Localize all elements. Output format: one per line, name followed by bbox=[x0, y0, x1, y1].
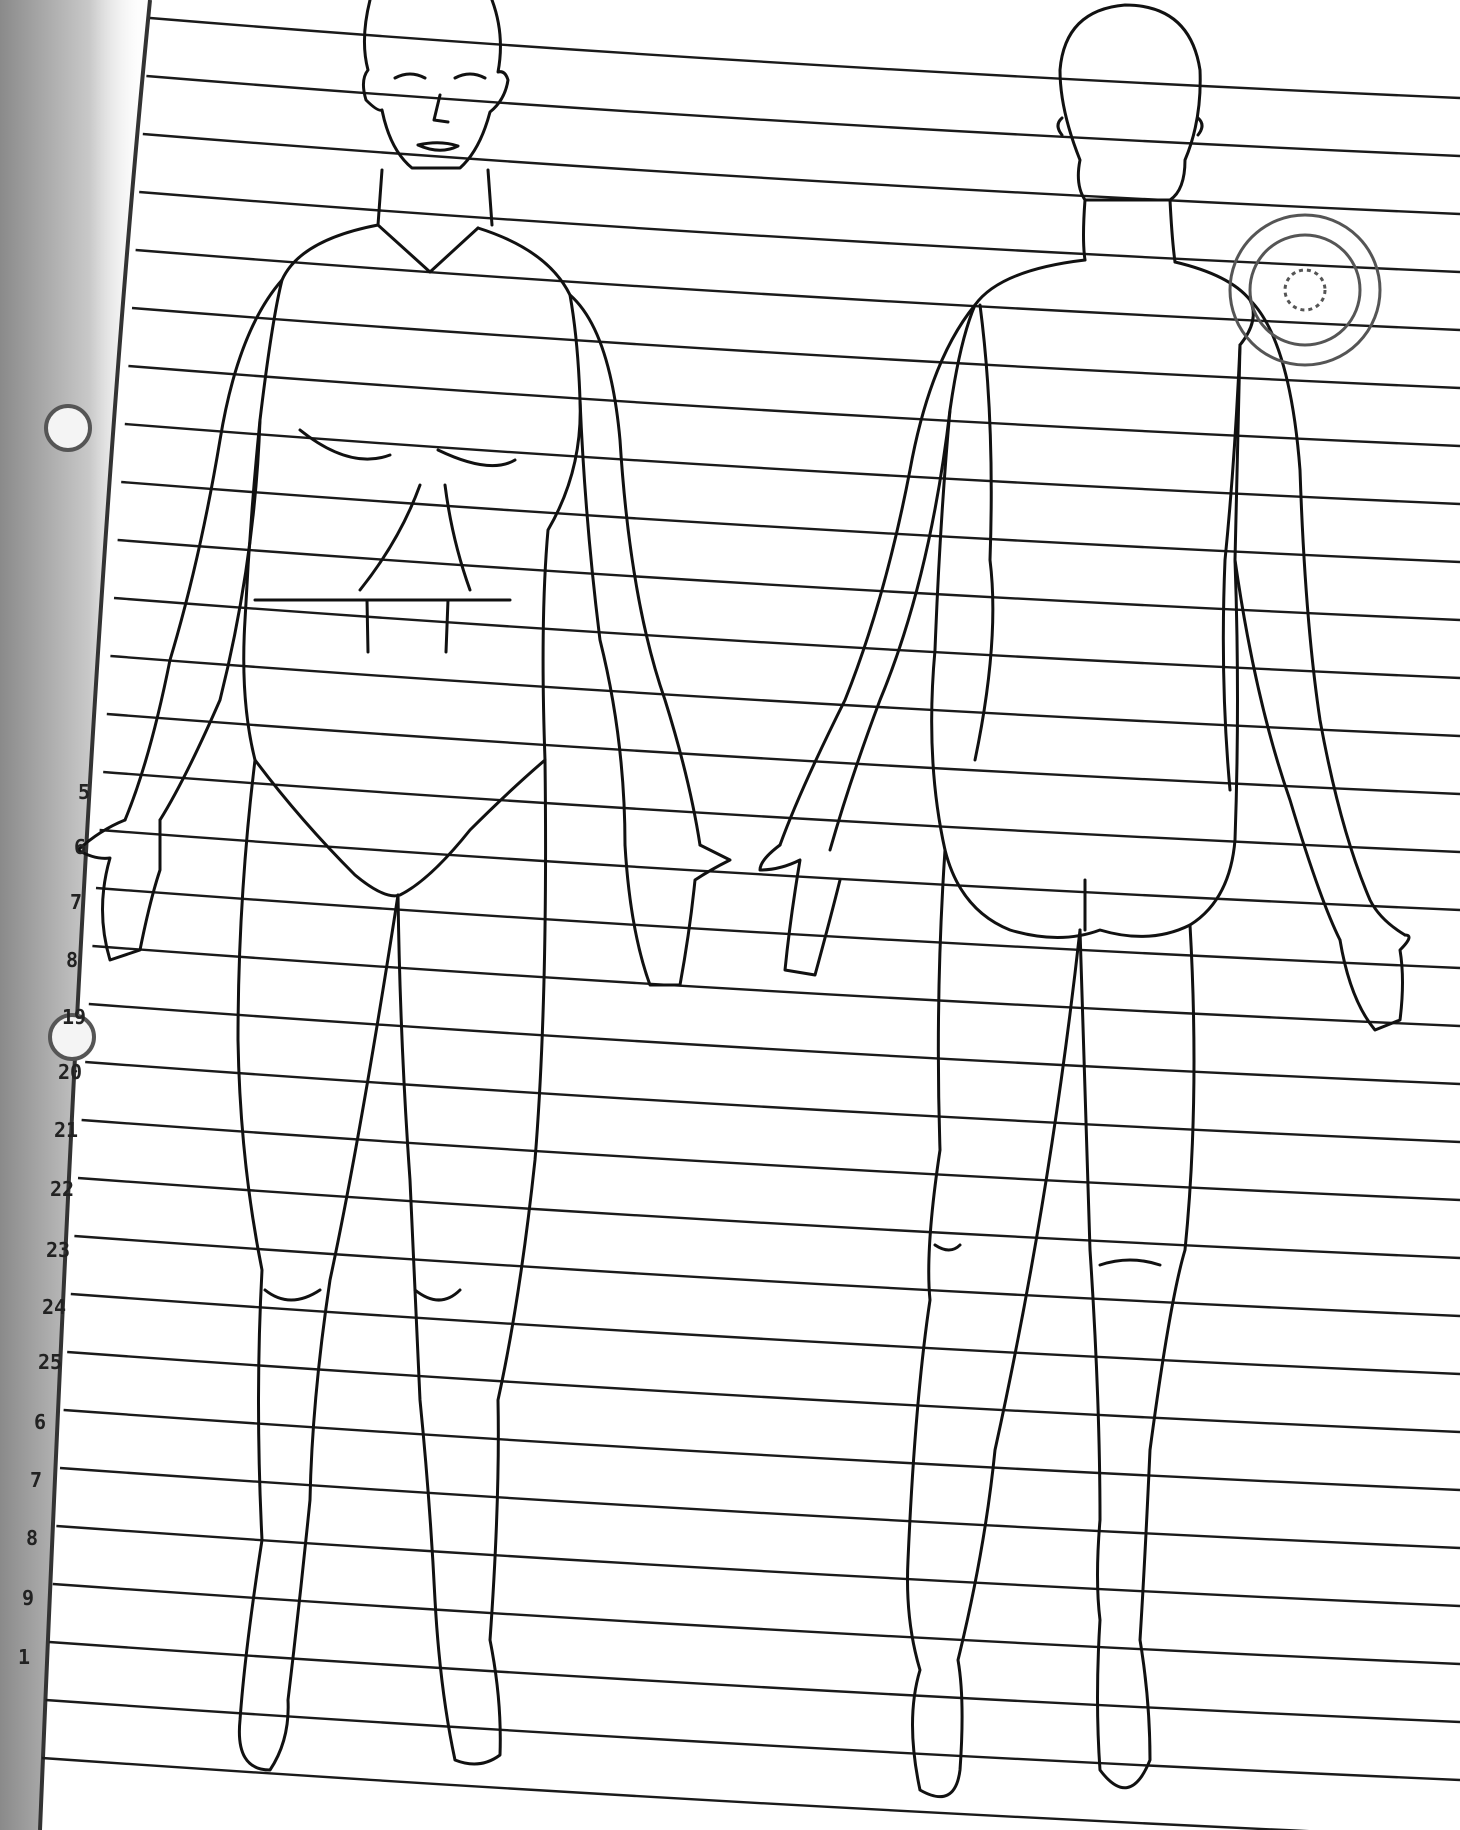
margin-line-number: 8 bbox=[66, 948, 78, 972]
ruled-line bbox=[42, 1758, 1460, 1830]
margin-line-number: 19 bbox=[62, 1005, 86, 1029]
margin-line-number: 1 bbox=[18, 1645, 30, 1669]
margin-line-number: 6 bbox=[34, 1410, 46, 1434]
back-head bbox=[1060, 5, 1200, 200]
margin-line-number: 25 bbox=[38, 1350, 62, 1374]
ruled-line bbox=[150, 18, 1460, 98]
margin-line-number: 7 bbox=[30, 1468, 42, 1492]
margin-line-number: 21 bbox=[54, 1118, 78, 1142]
margin-line-number: 7 bbox=[70, 890, 82, 914]
back-body-figure bbox=[760, 5, 1409, 1797]
margin-line-number: 6 bbox=[74, 835, 86, 859]
margin-line-number: 23 bbox=[46, 1238, 70, 1262]
court-stamp bbox=[1230, 215, 1380, 365]
binding-shadow bbox=[0, 0, 150, 1830]
ruled-lines bbox=[42, 18, 1460, 1830]
margin-line-number: 9 bbox=[22, 1586, 34, 1610]
margin-line-number: 20 bbox=[58, 1060, 82, 1084]
margin-line-number: 22 bbox=[50, 1177, 74, 1201]
margin-line-number: 24 bbox=[42, 1295, 66, 1319]
margin-line-number: 5 bbox=[78, 780, 90, 804]
binder-hole-top bbox=[46, 406, 90, 450]
margin-line-number: 8 bbox=[26, 1526, 38, 1550]
